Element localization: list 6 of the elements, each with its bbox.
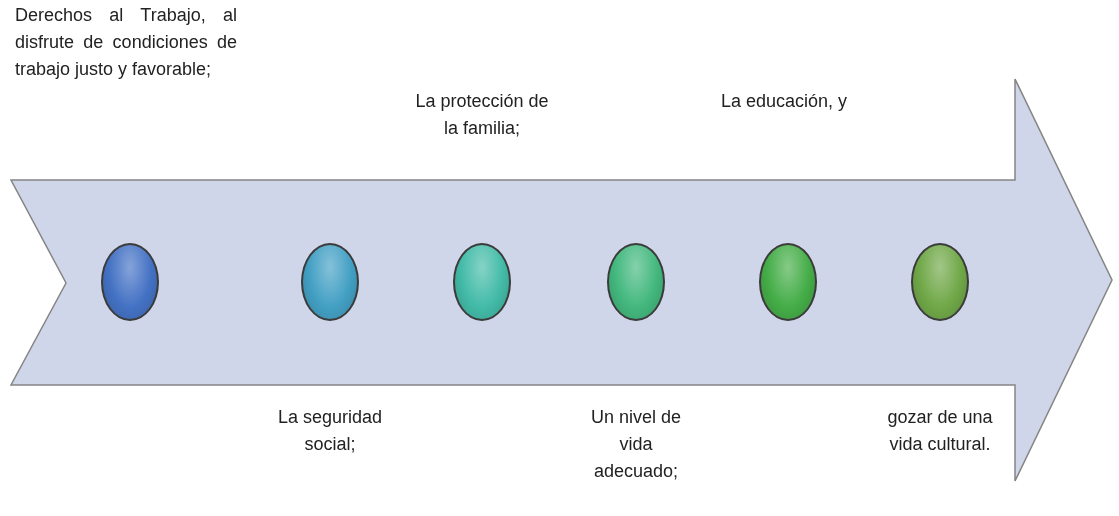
caption-text: Derechos al Trabajo, al disfrute de condiciones de trabajo justo y favorable;	[15, 4, 237, 81]
caption-text: Un nivel de vida adecuado;	[589, 406, 683, 483]
caption-text: La seguridad social;	[276, 406, 384, 456]
caption-text: La protección de la familia;	[414, 90, 550, 140]
caption-text: La educación, y	[720, 90, 848, 113]
caption-text: gozar de una vida cultural.	[886, 406, 994, 456]
